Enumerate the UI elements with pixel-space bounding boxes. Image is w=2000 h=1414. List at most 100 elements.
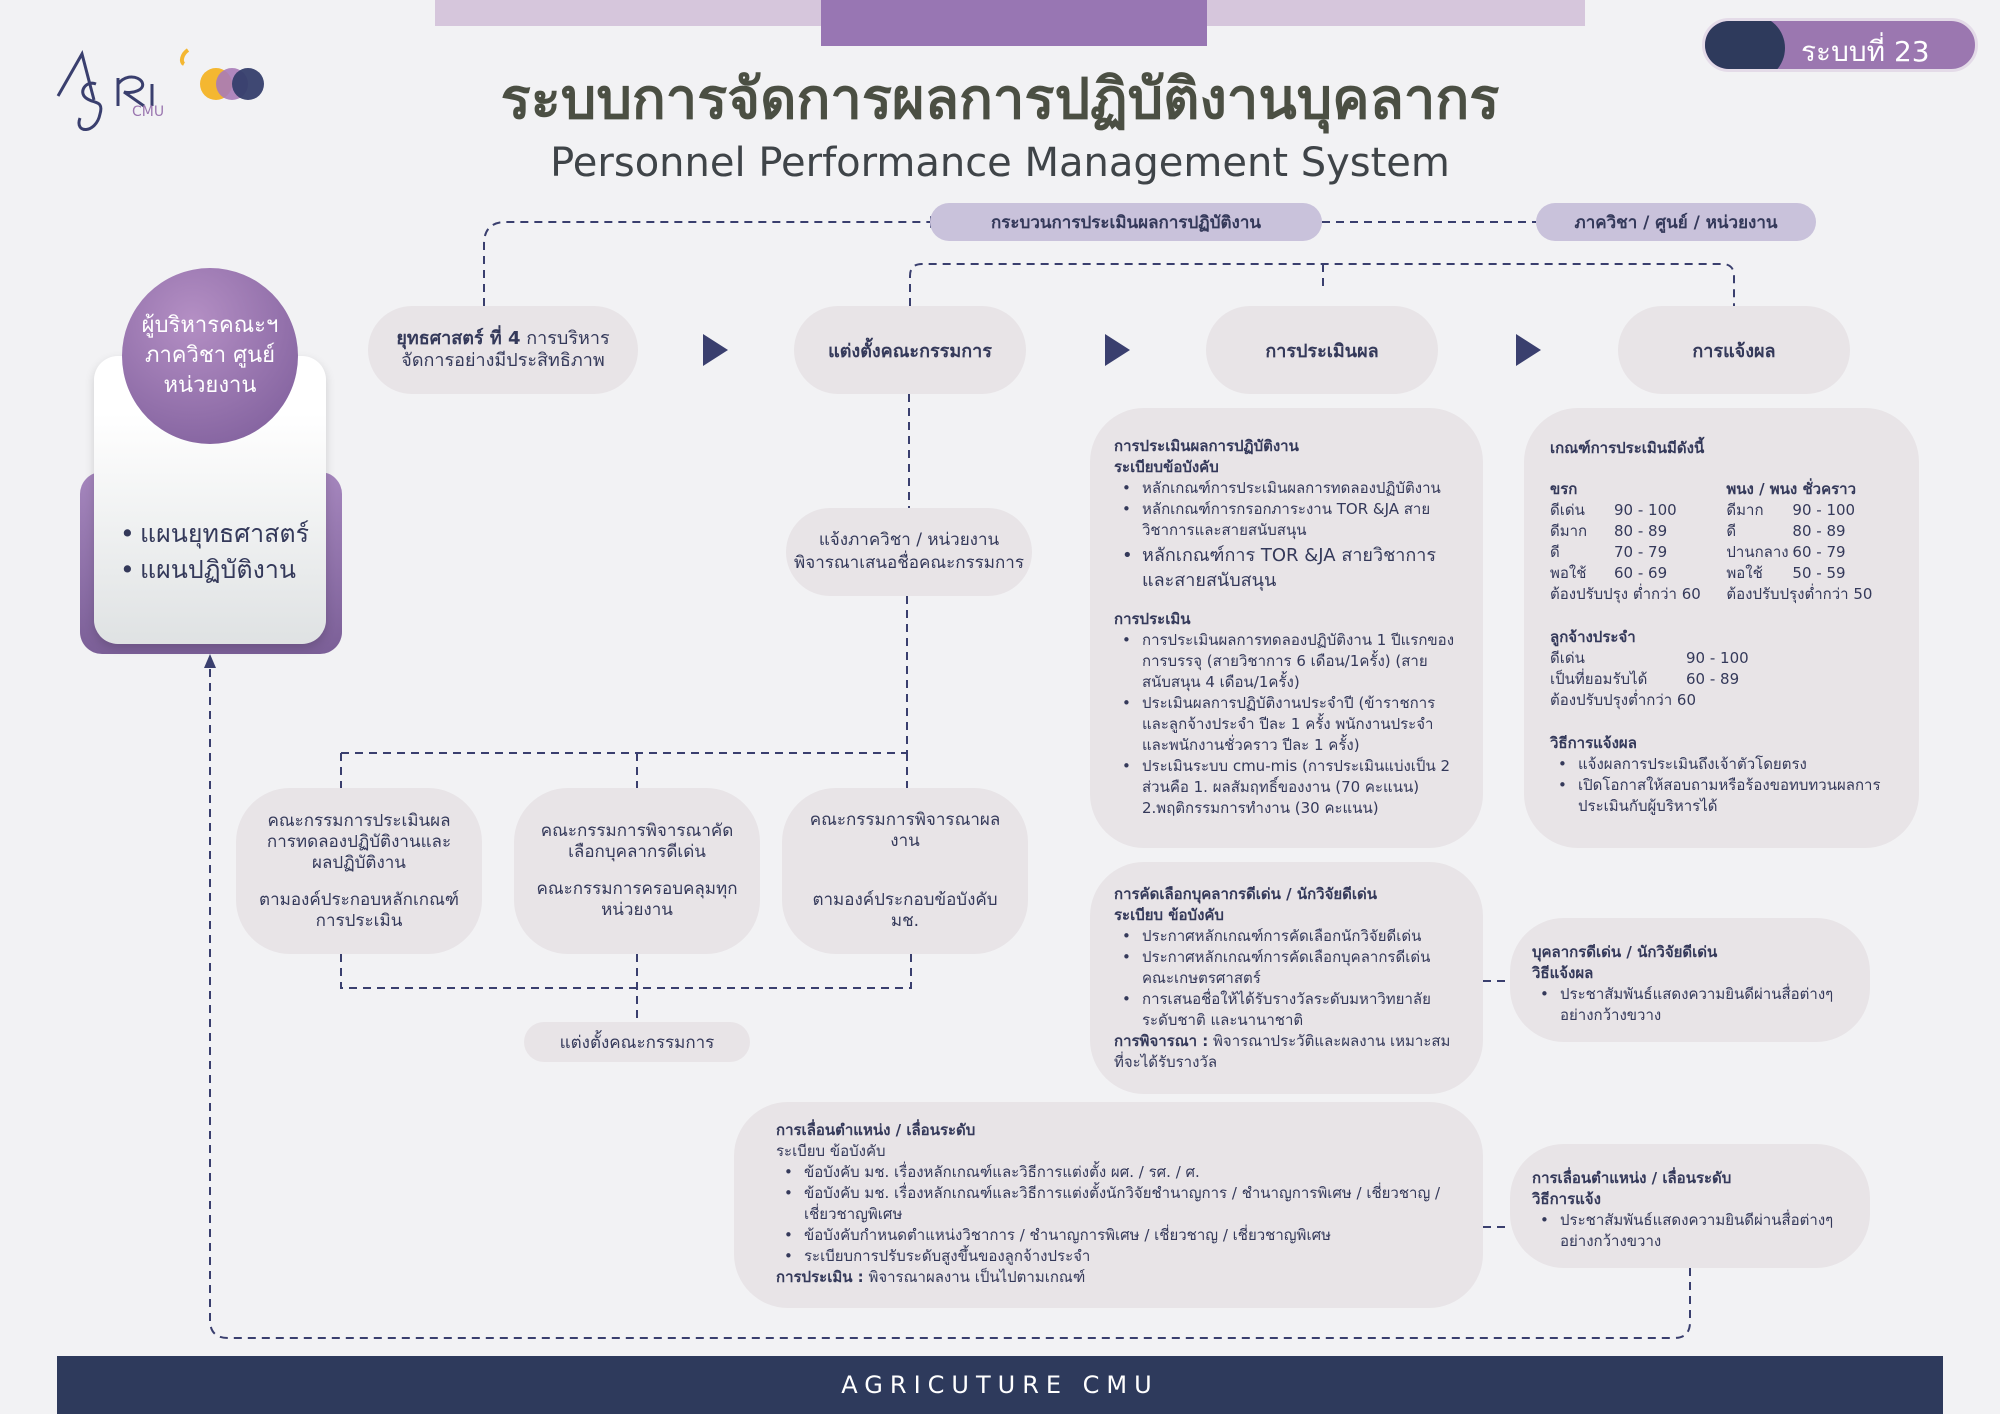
top-bar-dark [821, 0, 1207, 46]
committee-box: คณะกรรมการพิจารณาคัดเลือกบุคลากรดีเด่น ค… [514, 788, 760, 954]
outstanding-item: ประชาสัมพันธ์แสดงความยินดีผ่านสื่อต่างๆ … [1532, 984, 1848, 1026]
evaluation-subhead: ระเบียบข้อบังคับ [1114, 458, 1219, 476]
criteria-range: 70 - 79 [1614, 543, 1668, 561]
outstanding-subhead: วิธีแจ้งผล [1532, 964, 1594, 982]
criteria-head: เกณฑ์การประเมินมีดังนี้ [1550, 439, 1705, 457]
criteria-columns: ขรก ดีเด่น 90 - 100 ดีมาก 80 - 89 ดี 70 - 7… [1550, 479, 1893, 605]
selection-item: ประกาศหลักเกณฑ์การคัดเลือกบุคลากรดีเด่นค… [1114, 947, 1459, 989]
committee-title: คณะกรรมการพิจารณาผลงาน [809, 810, 1001, 851]
badge-swoosh [1705, 21, 1785, 69]
criteria-range: 50 - 59 [1792, 564, 1846, 582]
logo-sub-text: CMU [132, 104, 165, 120]
notify-dept-line1: แจ้งภาควิชา / หน่วยงาน [818, 530, 1000, 550]
criteria-method: แจ้งผลการประเมินถึงเจ้าตัวโดยตรง [1550, 754, 1893, 775]
criteria-range: 60 - 69 [1614, 564, 1668, 582]
promotion-notify-head: การเลื่อนตำแหน่ง / เลื่อนระดับ [1532, 1169, 1732, 1187]
evaluate-pill: การประเมินผล [1206, 306, 1438, 394]
outstanding-box: บุคลากรดีเด่น / นักวิจัยดีเด่น วิธีแจ้งผ… [1510, 918, 1870, 1042]
committee-sub: ตามองค์ประกอบข้อบังคับ มช. [812, 890, 998, 931]
promotion-eval: การประเมิน : พิจารณาผลงาน เป็นไปตามเกณฑ์ [776, 1267, 1453, 1288]
promotion-head: การเลื่อนตำแหน่ง / เลื่อนระดับ [776, 1121, 976, 1139]
criteria-range: 90 - 100 [1792, 501, 1856, 519]
promotion-eval-label: การประเมิน : [776, 1268, 864, 1286]
page-title-english: Personnel Performance Management System [550, 140, 1450, 186]
selection-head: การคัดเลือกบุคลากรดีเด่น / นักวิจัยดีเด่… [1114, 885, 1378, 903]
evaluation-box: การประเมินผลการปฏิบัติงาน ระเบียบข้อบังค… [1090, 408, 1483, 848]
criteria-last: ต้องปรับปรุงต่ำกว่า 50 [1726, 585, 1873, 603]
selection-subhead: ระเบียบ ข้อบังคับ [1114, 906, 1224, 924]
outstanding-items: ประชาสัมพันธ์แสดงความยินดีผ่านสื่อต่างๆ … [1532, 984, 1848, 1026]
strategy-rest: การบริหาร [520, 328, 610, 349]
promotion-item: ข้อบังคับ มช. เรื่องหลักเกณฑ์และวิธีการแ… [776, 1162, 1453, 1183]
criteria-range: 80 - 89 [1792, 522, 1846, 540]
criteria-level: ปานกลาง [1726, 543, 1789, 561]
outstanding-head: บุคลากรดีเด่น / นักวิจัยดีเด่น [1532, 943, 1718, 961]
appoint-pill: แต่งตั้งคณะกรรมการ [794, 306, 1026, 394]
criteria-method: เปิดโอกาสให้สอบถามหรือร้องขอทบทวนผลการปร… [1550, 775, 1893, 817]
evaluation-method: ประเมินระบบ cmu-mis (การประเมินแบ่งเป็น … [1114, 756, 1459, 819]
criteria-level: ดีมาก [1726, 501, 1764, 519]
criteria-col-official: ขรก ดีเด่น 90 - 100 ดีมาก 80 - 89 ดี 70 - 7… [1550, 479, 1726, 605]
evaluation-rule: หลักเกณฑ์การประเมินผลการทดลองปฏิบัติงาน [1114, 478, 1459, 499]
criteria-level: ดีมาก [1550, 522, 1588, 540]
criteria-level: ดีเด่น [1550, 649, 1585, 667]
footer-text: AGRICUTURE CMU [841, 1371, 1159, 1399]
evaluation-rule-big: หลักเกณฑ์การ TOR &JA สายวิชาการและสายสนั… [1114, 543, 1459, 593]
promotion-items: ข้อบังคับ มช. เรื่องหลักเกณฑ์และวิธีการแ… [776, 1162, 1453, 1267]
promotion-notify-item: ประชาสัมพันธ์แสดงความยินดีผ่านสื่อต่างๆ … [1532, 1210, 1848, 1252]
criteria-method-head: วิธีการแจ้งผล [1550, 734, 1637, 752]
criteria-box: เกณฑ์การประเมินมีดังนี้ ขรก ดีเด่น 90 - 1… [1524, 408, 1919, 848]
committee-title: คณะกรรมการพิจารณาคัดเลือกบุคลากรดีเด่น [540, 821, 734, 862]
promotion-eval-text: พิจารณาผลงาน เป็นไปตามเกณฑ์ [863, 1268, 1086, 1286]
selection-item: ประกาศหลักเกณฑ์การคัดเลือกนักวิจัยดีเด่น [1114, 926, 1459, 947]
evaluation-method-head: การประเมิน [1114, 610, 1191, 628]
criteria-range: 90 - 100 [1614, 501, 1677, 519]
promotion-item: ข้อบังคับ มช. เรื่องหลักเกณฑ์และวิธีการแ… [776, 1183, 1453, 1225]
criteria-methods: แจ้งผลการประเมินถึงเจ้าตัวโดยตรง เปิดโอก… [1550, 754, 1893, 817]
executive-plan-item: แผนยุทธศาสตร์ [112, 516, 309, 552]
criteria-level: ดี [1726, 522, 1737, 540]
agri-cmu-logo: CMU [52, 44, 282, 144]
logo-mark-icon [56, 48, 264, 131]
criteria-grid: ดีเด่น 90 - 100 ดีมาก 80 - 89 ดี 70 - 79 พอ… [1550, 500, 1726, 584]
notify-pill: การแจ้งผล [1618, 306, 1850, 394]
selection-consider: การพิจารณา : พิจารณาประวัติและผลงาน เหมา… [1114, 1031, 1459, 1073]
criteria-range: 60 - 79 [1792, 543, 1846, 561]
notify-dept-line2: พิจารณาเสนอชื่อคณะกรรมการ [794, 553, 1024, 573]
appoint-bottom-pill: แต่งตั้งคณะกรรมการ [524, 1022, 750, 1062]
criteria-level: ดีเด่น [1550, 501, 1585, 519]
criteria-level: พอใช้ [1550, 564, 1587, 582]
evaluation-rule: หลักเกณฑ์การกรอกภาระงาน TOR &JA สายวิชาก… [1114, 499, 1459, 541]
page-title-thai: ระบบการจัดการผลการปฏิบัติงานบุคลากร [500, 67, 1500, 132]
strategy-bold: ยุทธศาสตร์ ที่ 4 [396, 328, 521, 349]
committee-sub: คณะกรรมการครอบคลุมทุกหน่วยงาน [536, 879, 738, 920]
strategy-pill: ยุทธศาสตร์ ที่ 4 การบริหาร จัดการอย่างมี… [368, 306, 638, 394]
selection-item: การเสนอชื่อให้ได้รับรางวัลระดับมหาวิทยาล… [1114, 989, 1459, 1031]
criteria-col-employee: พนง / พนง ชั่วคราว ดีมาก 90 - 100 ดี 80 - … [1726, 479, 1893, 605]
committee-title: คณะกรรมการประเมินผลการทดลองปฏิบัติงานและ… [266, 810, 452, 873]
evaluation-head: การประเมินผลการปฏิบัติงาน [1114, 437, 1299, 455]
criteria-range: 90 - 100 [1686, 649, 1749, 667]
promotion-subhead: ระเบียบ ข้อบังคับ [776, 1142, 886, 1160]
executive-plan-item: แผนปฏิบัติงาน [112, 552, 309, 588]
criteria-level: ดี [1550, 543, 1560, 561]
system-badge: ระบบที่ 23 [1702, 18, 1978, 72]
promotion-item: ระเบียบการปรับระดับสูงขึ้นของลูกจ้างประจ… [776, 1246, 1453, 1267]
executive-circle-label: ผู้บริหารคณะฯ ภาควิชา ศูนย์ หน่วยงาน [141, 313, 279, 398]
selection-box: การคัดเลือกบุคลากรดีเด่น / นักวิจัยดีเด่… [1090, 862, 1483, 1094]
criteria-level: พอใช้ [1726, 564, 1763, 582]
promotion-notify-subhead: วิธีการแจ้ง [1532, 1190, 1601, 1208]
department-tag: ภาควิชา / ศูนย์ / หน่วยงาน [1536, 203, 1816, 241]
criteria-range: 80 - 89 [1614, 522, 1668, 540]
evaluation-method: ประเมินผลการปฏิบัติงานประจำปี (ข้าราชการ… [1114, 693, 1459, 756]
criteria-level: เป็นที่ยอมรับได้ [1550, 670, 1648, 688]
selection-items: ประกาศหลักเกณฑ์การคัดเลือกนักวิจัยดีเด่น… [1114, 926, 1459, 1031]
committee-box: คณะกรรมการพิจารณาผลงาน ตามองค์ประกอบข้อบ… [782, 788, 1028, 954]
criteria-col-head: ขรก [1550, 480, 1578, 498]
criteria-emp-last: ต้องปรับปรุงต่ำกว่า 60 [1550, 691, 1697, 709]
evaluation-rules: หลักเกณฑ์การประเมินผลการทดลองปฏิบัติงาน … [1114, 478, 1459, 593]
evaluation-methods: การประเมินผลการทดลองปฏิบัติงาน 1 ปีแรกขอ… [1114, 630, 1459, 819]
criteria-col-head: พนง / พนง ชั่วคราว [1726, 480, 1857, 498]
